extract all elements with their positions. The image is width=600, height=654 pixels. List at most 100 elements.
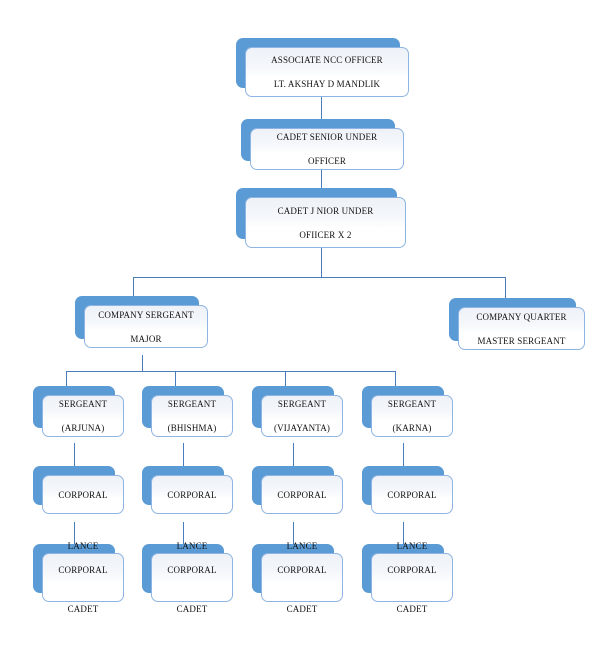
node-label-line: (VIJAYANTA) — [273, 423, 331, 433]
node-label: SERGEANT (VIJAYANTA) — [270, 386, 334, 446]
connector-sergeant-vijayanta-to-corporal — [293, 443, 294, 466]
connector-bus-to-company-quarter-master-sergeant — [505, 277, 506, 298]
connector-l2-to-l3 — [321, 170, 322, 192]
node-label-line: CADET — [396, 604, 428, 614]
connector-csm-stem — [142, 355, 143, 371]
node-label-line: CADET — [176, 604, 208, 614]
node-label-line: (BHISHMA) — [167, 423, 217, 433]
node-label-line: CORPORAL — [387, 565, 437, 575]
node-label: LANCE CORPORAL CADET — [54, 528, 111, 627]
node-label-line: (ARJUNA) — [61, 423, 105, 433]
node-card: SERGEANT (VIJAYANTA) — [261, 395, 343, 437]
connector-sergeants-bus — [66, 371, 396, 372]
node-sergeant-bhishma[interactable]: SERGEANT (BHISHMA) — [142, 386, 233, 437]
connector-bus-to-sergeant-arjuna — [66, 371, 67, 386]
connector-corporal-3-to-lance-corporal — [293, 522, 294, 544]
node-label: COMPANY SERGEANT MAJOR — [94, 297, 198, 357]
node-label-line: OFFICER — [307, 156, 347, 166]
node-corporal-3[interactable]: CORPORAL — [252, 466, 343, 514]
node-lance-corporal-cadet-3[interactable]: LANCE CORPORAL CADET — [252, 541, 343, 614]
node-card: SERGEANT (KARNA) — [371, 395, 453, 437]
connector-bus-to-sergeant-vijayanta — [285, 371, 286, 386]
node-label-line: OFIICER X 2 — [299, 229, 352, 240]
node-label-line: CADET SENIOR UNDER — [276, 132, 378, 142]
node-card: LANCE CORPORAL CADET — [151, 541, 233, 614]
connector-corporal-4-to-lance-corporal — [403, 522, 404, 544]
node-label: ASSOCIATE NCC OFFICER LT. AKSHAY D MANDL… — [267, 42, 387, 102]
node-associate-ncc-officer[interactable]: ASSOCIATE NCC OFFICER LT. AKSHAY D MANDL… — [236, 38, 409, 97]
node-label: COMPANY QUARTER MASTER SERGEANT — [472, 299, 570, 359]
node-label-line: CORPORAL — [167, 565, 217, 575]
node-label-line: CORPORAL — [387, 489, 437, 500]
node-label-line: MAJOR — [130, 333, 162, 344]
node-card: LANCE CORPORAL CADET — [261, 541, 343, 614]
node-card: CORPORAL — [42, 475, 124, 514]
node-label-spacer — [387, 588, 436, 591]
connector-level4-bus — [133, 277, 506, 278]
connector-l1-to-l2 — [321, 97, 322, 119]
node-lance-corporal-cadet-4[interactable]: LANCE CORPORAL CADET — [362, 541, 453, 614]
node-label: SERGEANT (ARJUNA) — [55, 386, 111, 446]
node-label-line: (KARNA) — [392, 423, 432, 433]
node-label-line: ASSOCIATE NCC OFFICER — [271, 55, 383, 65]
node-label-line: SERGEANT — [387, 399, 437, 409]
node-card: SERGEANT (BHISHMA) — [151, 395, 233, 437]
connector-corporal-1-to-lance-corporal — [74, 522, 75, 544]
connector-bus-to-sergeant-bhishma — [175, 371, 176, 386]
node-label-line: CADET — [286, 604, 318, 614]
node-label: CORPORAL — [273, 477, 330, 513]
node-card: CORPORAL — [371, 475, 453, 514]
node-card: CORPORAL — [261, 475, 343, 514]
node-card: LANCE CORPORAL CADET — [371, 541, 453, 614]
node-card: CADET SENIOR UNDER OFFICER — [250, 128, 404, 170]
node-label: LANCE CORPORAL CADET — [273, 528, 330, 627]
node-label-line: CADET J NIOR UNDER — [277, 205, 374, 216]
node-company-sergeant-major[interactable]: COMPANY SERGEANT MAJOR — [75, 296, 208, 348]
node-label-line: LANCE — [286, 541, 318, 551]
connector-sergeant-arjuna-to-corporal — [74, 443, 75, 466]
node-label-line: SERGEANT — [58, 399, 108, 409]
node-corporal-1[interactable]: CORPORAL — [33, 466, 124, 514]
node-label-spacer — [277, 588, 326, 591]
node-cadet-senior-under-officer[interactable]: CADET SENIOR UNDER OFFICER — [241, 119, 404, 170]
node-label: CORPORAL — [163, 477, 220, 513]
node-label: LANCE CORPORAL CADET — [383, 528, 440, 627]
node-label-line: LANCE — [396, 541, 428, 551]
node-card: ASSOCIATE NCC OFFICER LT. AKSHAY D MANDL… — [245, 47, 409, 97]
node-label: CADET SENIOR UNDER OFFICER — [273, 119, 382, 179]
node-card: COMPANY QUARTER MASTER SERGEANT — [458, 307, 585, 350]
node-label: SERGEANT (BHISHMA) — [164, 386, 221, 446]
node-sergeant-karna[interactable]: SERGEANT (KARNA) — [362, 386, 453, 437]
node-label-line: CORPORAL — [277, 565, 327, 575]
node-label: LANCE CORPORAL CADET — [163, 528, 220, 627]
node-label: CORPORAL — [383, 477, 440, 513]
node-label-spacer — [167, 588, 216, 591]
node-label-line: COMPANY QUARTER — [476, 311, 567, 322]
node-label: SERGEANT (KARNA) — [384, 386, 440, 446]
node-label-line: LT. AKSHAY D MANDLIK — [273, 79, 381, 89]
node-sergeant-arjuna[interactable]: SERGEANT (ARJUNA) — [33, 386, 124, 437]
node-corporal-4[interactable]: CORPORAL — [362, 466, 453, 514]
node-corporal-2[interactable]: CORPORAL — [142, 466, 233, 514]
node-label: CORPORAL — [54, 477, 111, 513]
node-card: CADET J NIOR UNDER OFIICER X 2 — [245, 197, 406, 248]
connector-bus-to-sergeant-karna — [395, 371, 396, 386]
node-label-line: CORPORAL — [58, 489, 108, 500]
node-sergeant-vijayanta[interactable]: SERGEANT (VIJAYANTA) — [252, 386, 343, 437]
node-card: CORPORAL — [151, 475, 233, 514]
node-label-line: LANCE — [176, 541, 208, 551]
node-label-line: MASTER SERGEANT — [477, 335, 566, 346]
node-lance-corporal-cadet-2[interactable]: LANCE CORPORAL CADET — [142, 541, 233, 614]
node-label-line: SERGEANT — [277, 399, 327, 409]
node-label-line: SERGEANT — [167, 399, 217, 409]
node-lance-corporal-cadet-1[interactable]: LANCE CORPORAL CADET — [33, 541, 124, 614]
node-label: CADET J NIOR UNDER OFIICER X 2 — [274, 193, 378, 253]
node-cadet-junior-under-officer[interactable]: CADET J NIOR UNDER OFIICER X 2 — [236, 188, 406, 248]
node-label-line: COMPANY SERGEANT — [98, 309, 194, 320]
node-company-quarter-master-sergeant[interactable]: COMPANY QUARTER MASTER SERGEANT — [449, 298, 585, 350]
connector-sergeant-karna-to-corporal — [403, 443, 404, 466]
node-card: SERGEANT (ARJUNA) — [42, 395, 124, 437]
node-label-line: CORPORAL — [167, 489, 217, 500]
connector-sergeant-bhishma-to-corporal — [183, 443, 184, 466]
